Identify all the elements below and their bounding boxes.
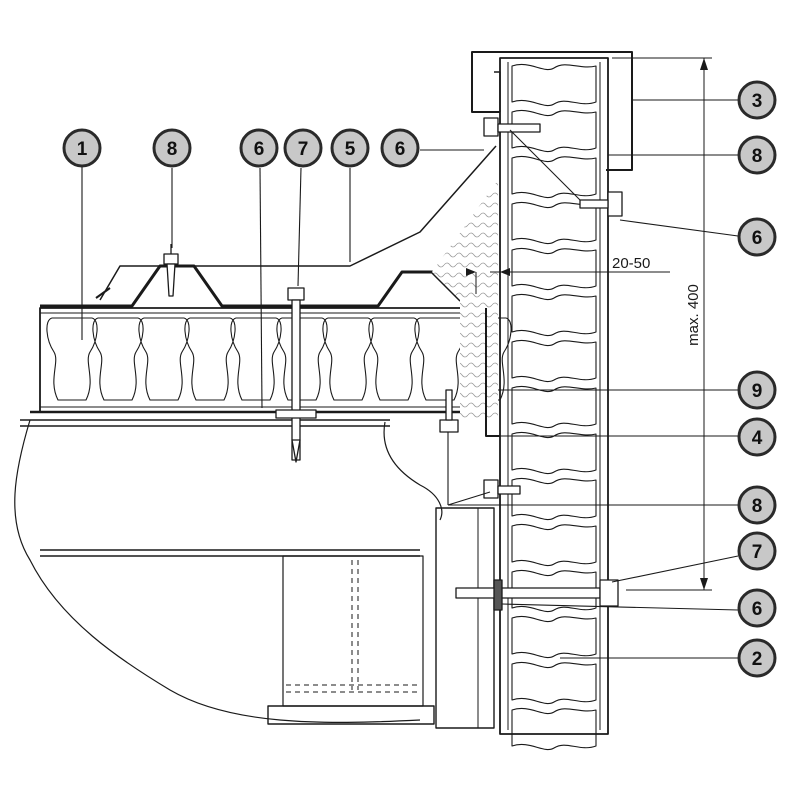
wall-panel xyxy=(499,57,609,750)
callout-8-lower: 8 xyxy=(737,485,777,525)
callout-6-wall-label: 6 xyxy=(752,228,763,249)
insulation-cell xyxy=(322,317,374,401)
insulation-cell xyxy=(511,340,597,382)
steel-beam xyxy=(14,419,495,729)
insulation-cell xyxy=(511,294,597,336)
callout-7-wall-label: 7 xyxy=(752,542,763,563)
callout-8-roof: 8 xyxy=(152,128,192,168)
fasteners xyxy=(163,117,623,611)
mineral-wool-infill xyxy=(432,180,498,420)
max-dimension-label: max. 400 xyxy=(685,284,702,346)
insulation-cell xyxy=(511,248,597,290)
callout-8-roof-label: 8 xyxy=(167,139,178,160)
leader-lines xyxy=(81,99,739,659)
callout-6-roof: 6 xyxy=(239,128,279,168)
callout-6-flashing: 6 xyxy=(380,128,420,168)
callout-6-wall: 6 xyxy=(737,217,777,257)
insulation-cell xyxy=(511,64,597,106)
callout-4: 4 xyxy=(737,417,777,457)
insulation-cell xyxy=(511,202,597,244)
insulation-cell xyxy=(184,317,236,401)
insulation-cell xyxy=(230,317,282,401)
insulation-cell xyxy=(511,110,597,152)
trapezoidal-sheet xyxy=(40,145,497,308)
gap-dimension-label: 20-50 xyxy=(612,255,650,272)
callout-8-lower-label: 8 xyxy=(752,496,763,517)
callout-9-label: 9 xyxy=(752,381,763,402)
callout-5-label: 5 xyxy=(345,139,356,160)
callout-9: 9 xyxy=(737,370,777,410)
insulation-cell xyxy=(368,317,420,401)
callout-7-roof-label: 7 xyxy=(298,139,309,160)
callout-7-roof: 7 xyxy=(283,128,323,168)
callout-8-top-label: 8 xyxy=(752,146,763,167)
insulation-cell xyxy=(511,570,597,612)
callout-3-label: 3 xyxy=(752,91,763,112)
roof-panel xyxy=(30,307,512,414)
insulation-cell xyxy=(138,317,190,401)
insulation-cell xyxy=(511,524,597,566)
callout-6-flashing-label: 6 xyxy=(395,139,406,160)
callout-7-wall: 7 xyxy=(737,531,777,571)
insulation-cell xyxy=(511,432,597,474)
insulation-cell xyxy=(511,708,597,750)
callout-8-top: 8 xyxy=(737,135,777,175)
insulation-cell xyxy=(511,478,597,520)
callout-1-label: 1 xyxy=(77,139,88,160)
callout-1: 1 xyxy=(62,128,102,168)
callout-6-lower-label: 6 xyxy=(752,599,763,620)
insulation-cell xyxy=(414,317,466,401)
insulation-cell xyxy=(46,317,98,401)
insulation-cell xyxy=(511,662,597,704)
insulation-cell xyxy=(511,386,597,428)
callout-5: 5 xyxy=(330,128,370,168)
insulation-cell xyxy=(92,317,144,401)
callout-3: 3 xyxy=(737,80,777,120)
cap-flashing xyxy=(471,51,633,171)
callout-2-label: 2 xyxy=(752,649,763,670)
callout-6-roof-label: 6 xyxy=(254,139,265,160)
callout-4-label: 4 xyxy=(752,428,763,449)
callout-6-lower: 6 xyxy=(737,588,777,628)
insulation-cell xyxy=(276,317,328,401)
insulation-cell xyxy=(511,156,597,198)
dimension-lines xyxy=(475,57,712,591)
callout-2: 2 xyxy=(737,638,777,678)
insulation-cell xyxy=(511,616,597,658)
